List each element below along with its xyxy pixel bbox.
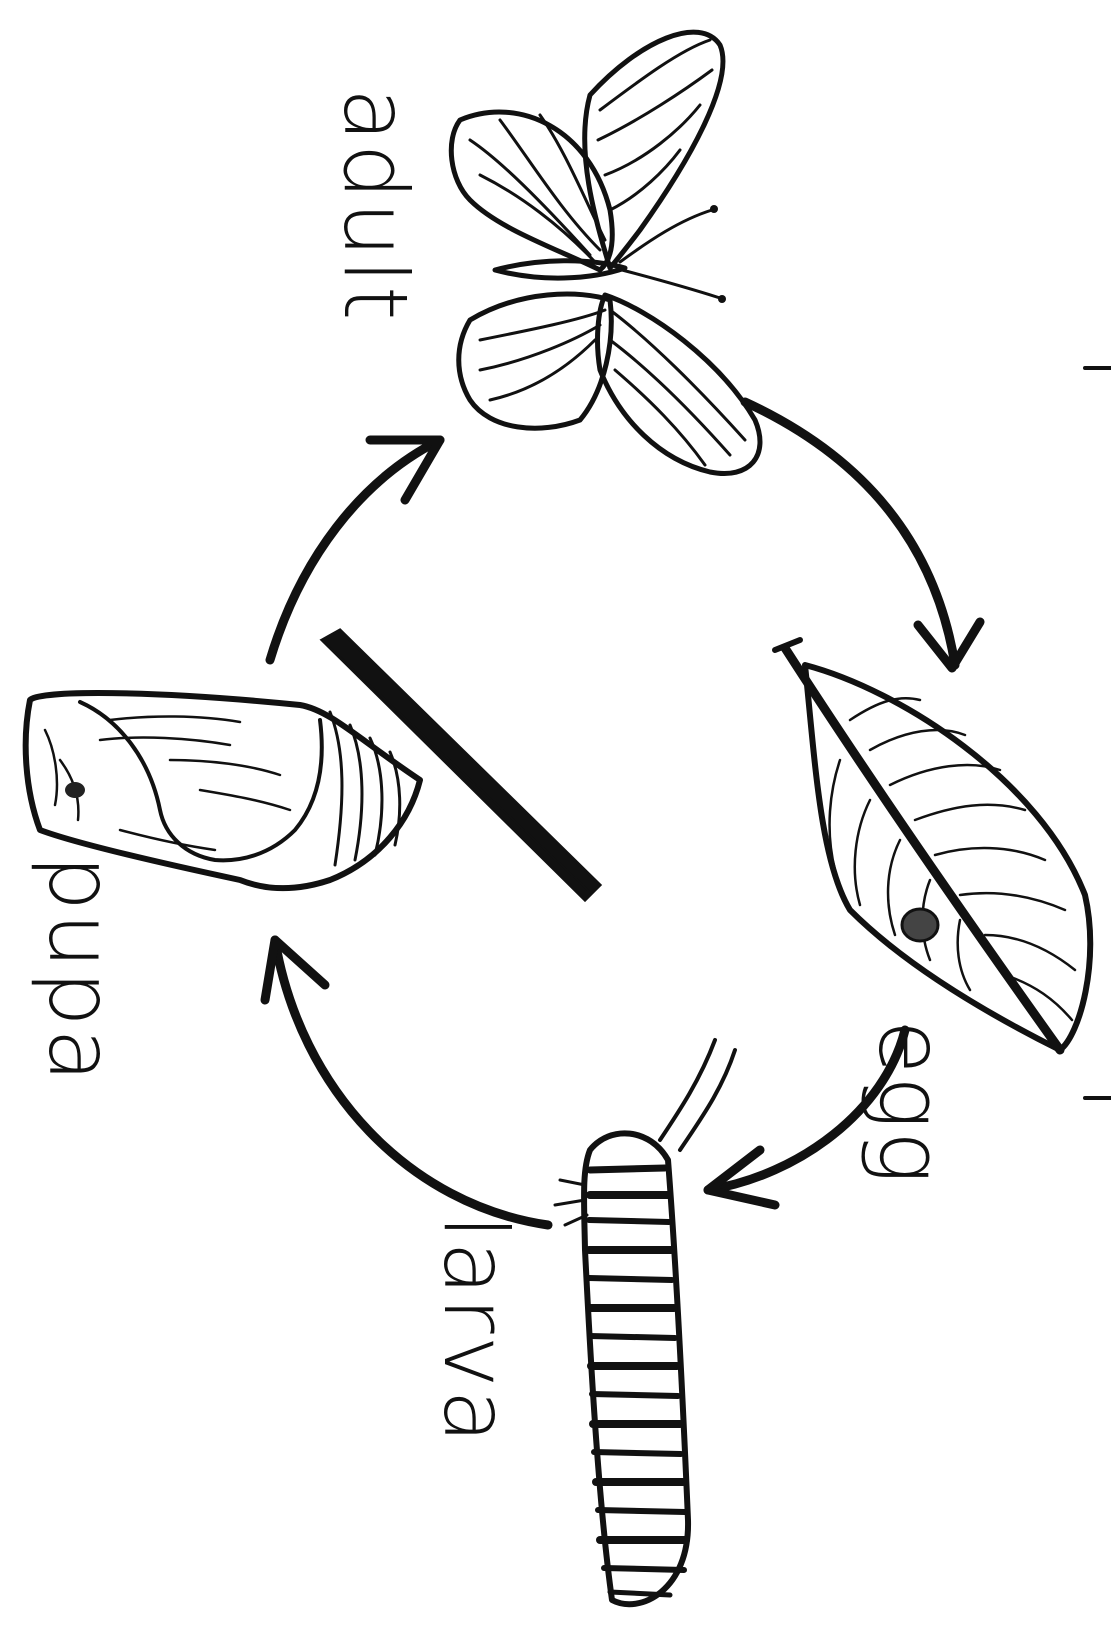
leaf-with-egg-icon	[775, 640, 1090, 1050]
label-larva: larva	[424, 1215, 527, 1446]
egg-icon	[902, 909, 938, 941]
label-adult: adult	[324, 88, 427, 323]
arrow-larva-to-pupa	[265, 940, 548, 1225]
label-egg: egg	[859, 1020, 962, 1186]
butterfly-icon	[451, 32, 760, 473]
caterpillar-icon	[555, 1040, 735, 1604]
arrow-adult-to-egg	[745, 402, 980, 668]
label-pupa: pupa	[29, 855, 132, 1084]
arrow-pupa-to-adult	[270, 440, 440, 660]
